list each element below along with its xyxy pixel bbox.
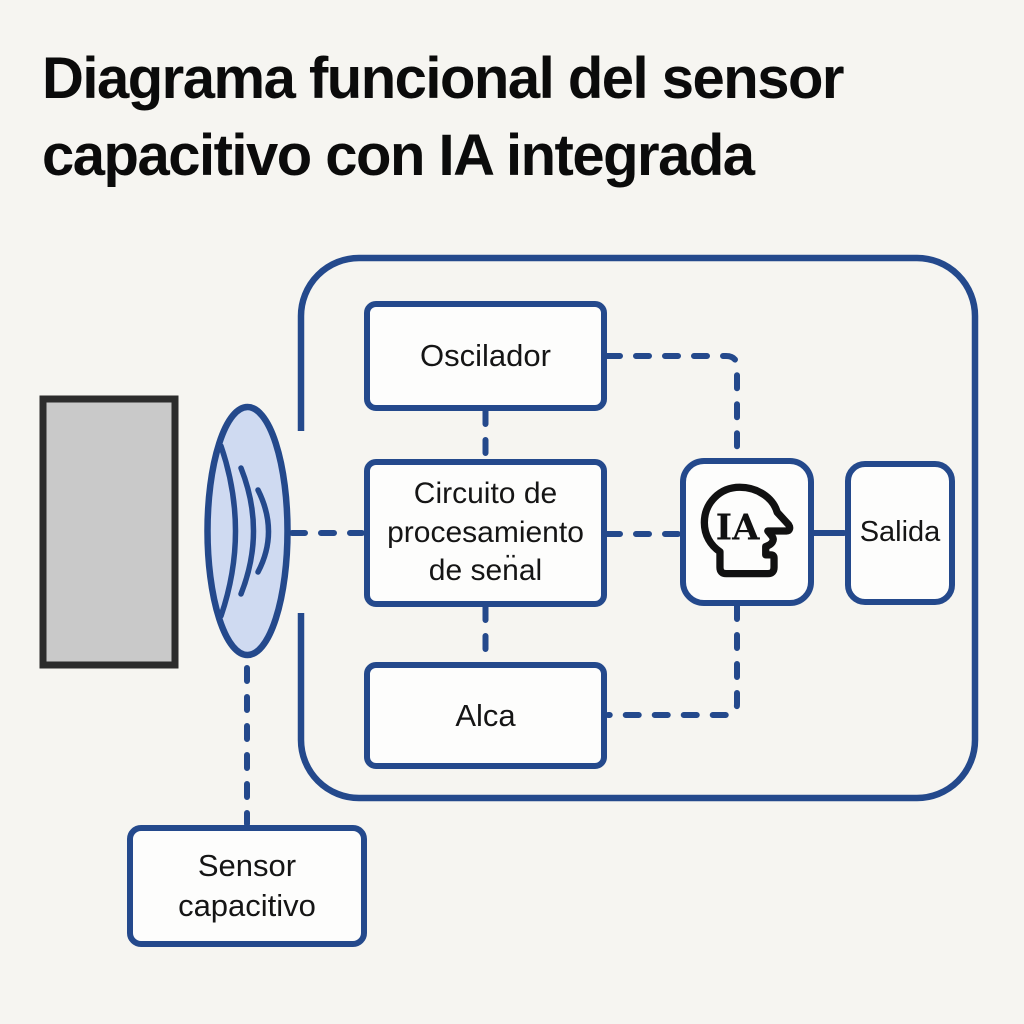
capacitive-sensor-box: Sensor capacitivo [127, 825, 367, 947]
output-label: Salida [859, 516, 941, 549]
page-title: Diagrama funcional del sensor capacitivo… [42, 40, 972, 194]
field-arc-inner [255, 487, 272, 575]
wire-amplifier-to-ia [605, 603, 740, 718]
oscillator-box: Oscilador [364, 301, 607, 411]
capacitive-sensor-label: Sensor capacitivo [178, 848, 316, 923]
signal-processing-label: Circuito de procesamiento de sen̈al [387, 477, 584, 588]
target-plate [39, 395, 179, 669]
amplifier-box: Alca [364, 662, 607, 769]
amplifier-label: Alca [455, 697, 516, 733]
ia-box: IA [680, 458, 814, 606]
page-title-line-2: capacitivo con IA integrada [42, 123, 755, 188]
field-arc-middle [238, 465, 257, 597]
ai-head-outline [700, 483, 794, 578]
ia-icon-label: IA [716, 507, 761, 548]
wire-oscillator-to-ia [604, 353, 740, 460]
ai-head-icon: IA [700, 483, 794, 578]
output-box: Salida [845, 461, 955, 605]
field-arc-outer [218, 443, 239, 619]
signal-processing-box: Circuito de procesamiento de sen̈al [364, 459, 607, 607]
enclosure-border-gap [292, 431, 310, 613]
oscillator-label: Oscilador [420, 338, 551, 374]
page-title-line-1: Diagrama funcional del sensor [42, 46, 844, 111]
